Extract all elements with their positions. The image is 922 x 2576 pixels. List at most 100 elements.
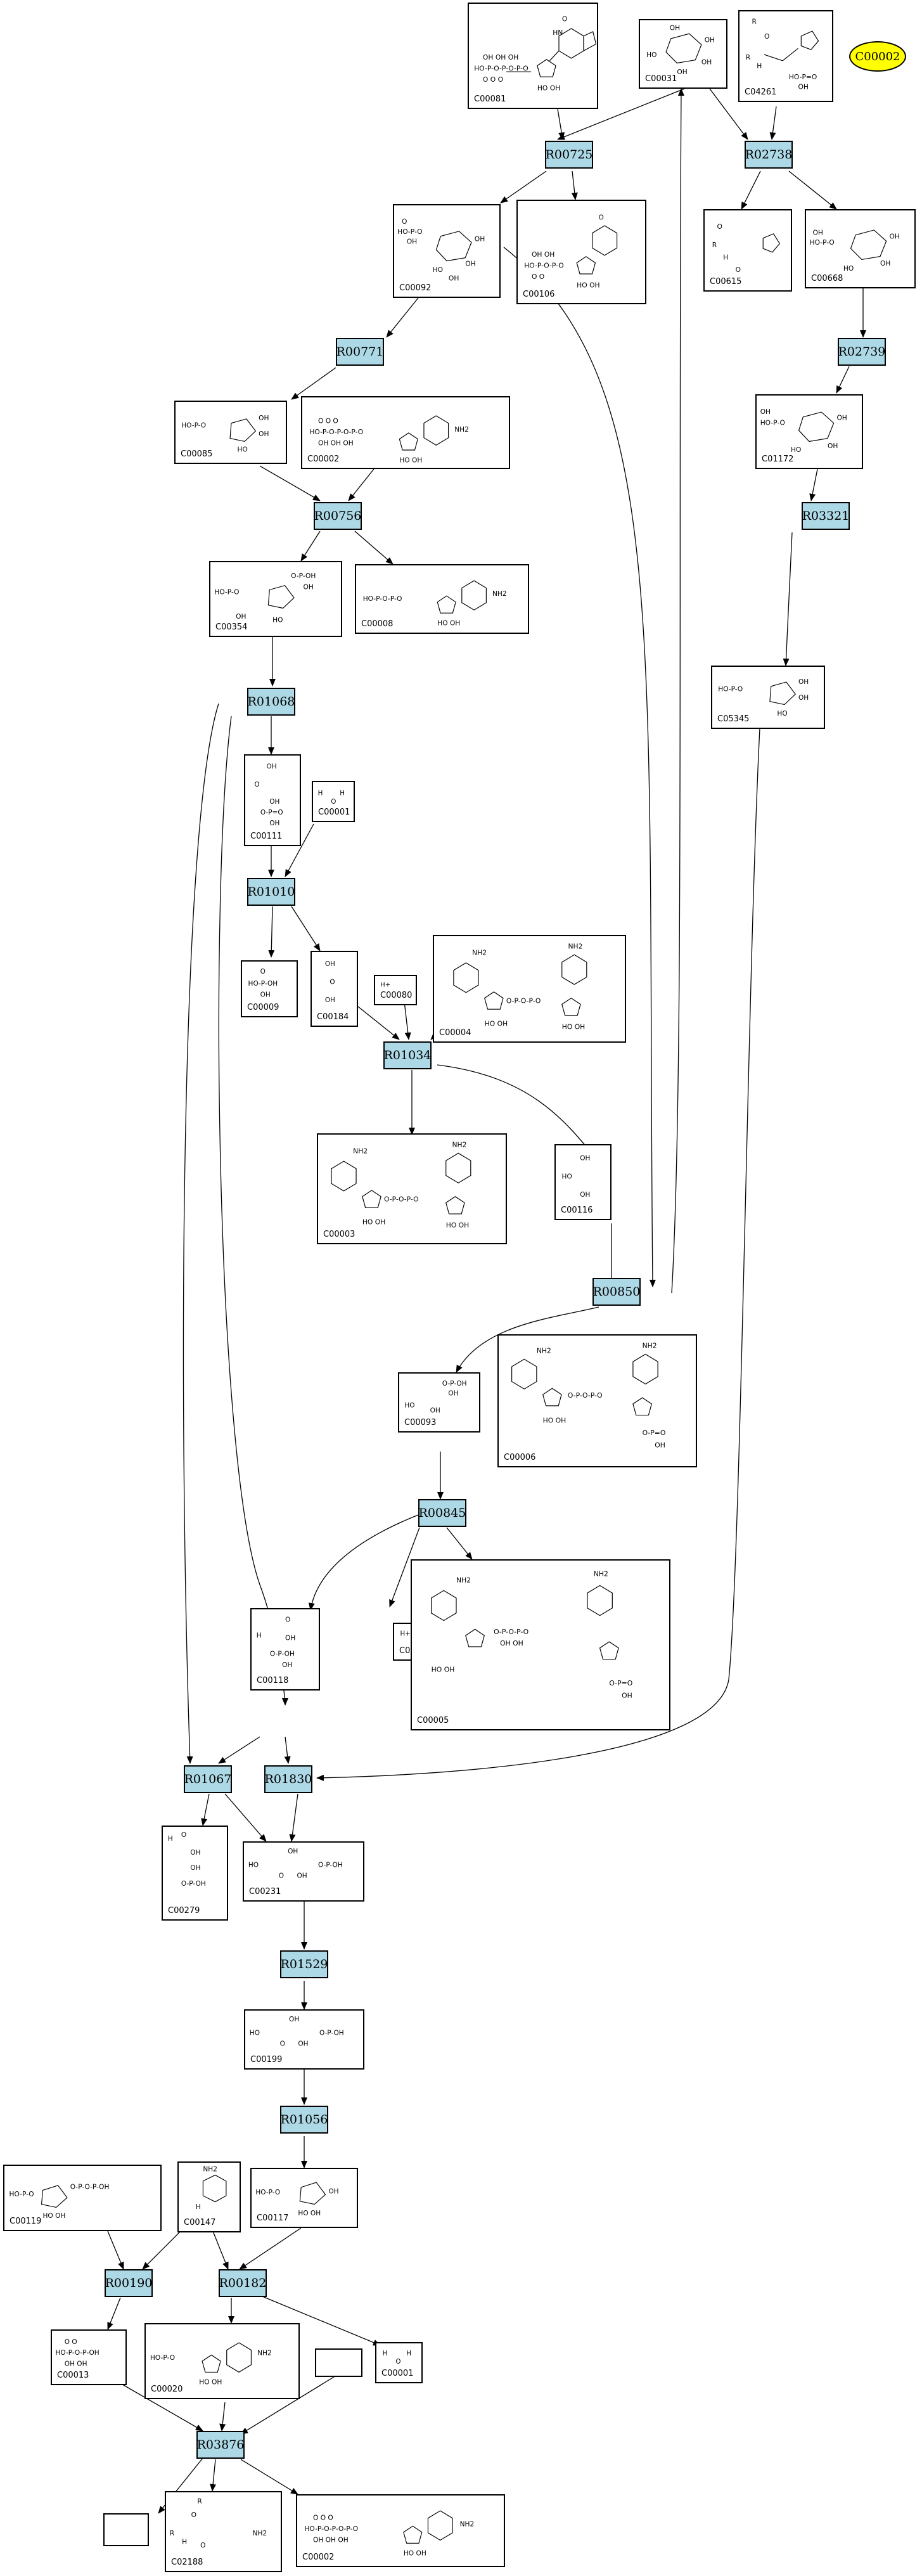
reaction-R00182[interactable]: R00182 — [219, 2269, 267, 2297]
compound-C00005[interactable]: NH2 NH2 O-P-O-P-O OH OH HO OH O-P=O OH C… — [411, 1559, 670, 1730]
compound-C00002-top[interactable]: HO-P-O-P-O-P-O O O O OH OH OH NH2 HO OH … — [301, 396, 510, 469]
compound-C00615[interactable]: O R H O C00615 — [703, 209, 792, 292]
svg-text:OH: OH — [475, 235, 485, 243]
compound-C00117[interactable]: HO-P-O OH HO OH C00117 — [250, 2168, 358, 2228]
compound-C00001-bottom[interactable]: H O H C00001 — [375, 2342, 423, 2383]
compound-C00106[interactable]: O HO-P-O-P-O OH OH O O HO OH C00106 — [516, 200, 646, 304]
reaction-R02739[interactable]: R02739 — [838, 338, 886, 366]
compound-C00354[interactable]: HO-P-O O-P-OH OH OH HO C00354 — [209, 561, 342, 637]
compound-C00668[interactable]: OH HO-P-O OH HO OH C00668 — [805, 209, 916, 288]
compound-C00031[interactable]: OH OH HO OH OH C00031 — [639, 19, 727, 89]
svg-text:R: R — [197, 2497, 202, 2505]
compound-C00184[interactable]: OH O OH C00184 — [311, 951, 358, 1027]
dhap-structure-icon: OH O OH O-P=O OH — [254, 763, 283, 827]
compound-C00009[interactable]: O HO-P-OH OH C00009 — [241, 960, 298, 1017]
reaction-R03876[interactable]: R03876 — [196, 2431, 245, 2459]
reaction-R03321[interactable]: R03321 — [802, 502, 850, 530]
svg-text:HO-P-O-P-O-P-O: HO-P-O-P-O-P-O — [304, 2525, 358, 2533]
reaction-R01056[interactable]: R01056 — [280, 2106, 328, 2134]
svg-text:HO: HO — [238, 446, 248, 454]
nadph-structure-icon: NH2 NH2 O-P-O-P-O OH OH HO OH O-P=O OH — [431, 1570, 632, 1700]
compound-C01172[interactable]: OH HO-P-O OH HO OH C01172 — [755, 394, 863, 469]
svg-text:HO-P-O: HO-P-O — [150, 2354, 175, 2362]
svg-text:HO: HO — [791, 446, 801, 454]
compound-C00111[interactable]: OH O OH O-P=O OH C00111 — [244, 754, 301, 846]
glyceraldehyde-phosphate-structure-icon: O H OH O-P-OH OH — [257, 1616, 296, 1669]
svg-text:O O O: O O O — [483, 75, 503, 84]
compound-C00119[interactable]: HO-P-O O-P-O-P-OH HO OH C00119 — [3, 2165, 162, 2231]
svg-text:HO OH: HO OH — [298, 2210, 321, 2217]
svg-text:HO: HO — [250, 2029, 260, 2037]
reaction-R00190[interactable]: R00190 — [105, 2269, 153, 2297]
compound-id: C00085 — [181, 449, 213, 459]
edge — [351, 1001, 400, 1040]
compound-C00092[interactable]: O HO-P-O OH OH HO OH OH C00092 — [393, 204, 501, 298]
edge — [788, 171, 837, 210]
compound-C00093[interactable]: O-P-OH OH HO OH C00093 — [398, 1372, 480, 1433]
svg-text:OH: OH — [580, 1155, 590, 1162]
compound-C00085[interactable]: HO-P-O OH OH HO C00085 — [174, 401, 287, 464]
compound-C00279[interactable]: H O OH OH O-P-OH C00279 — [162, 1826, 228, 1921]
compound-C00006[interactable]: NH2 NH2 O-P-O-P-O HO OH O-P=O OH C00006 — [497, 1334, 697, 1467]
reaction-R01034[interactable]: R01034 — [383, 1041, 432, 1069]
compound-id: C04261 — [745, 87, 777, 97]
compound-C00080-top[interactable]: H+ C00080 — [374, 975, 417, 1005]
compound-empty-box[interactable] — [103, 2513, 149, 2546]
svg-text:NH2: NH2 — [454, 425, 469, 434]
compound-C00231[interactable]: OH HO O-P-OH O OH C00231 — [243, 1841, 364, 1902]
compound-id: C00184 — [317, 1012, 349, 1022]
reaction-R01830[interactable]: R01830 — [264, 1765, 312, 1793]
edge — [120, 2383, 203, 2431]
compound-C00147[interactable]: NH2 H C00147 — [177, 2161, 241, 2232]
reaction-R02738[interactable]: R02738 — [745, 141, 793, 169]
svg-text:HO OH: HO OH — [446, 1221, 469, 1230]
compound-C00004[interactable]: NH2 NH2 O-P-O-P-O HO OH HO OH C00004 — [433, 935, 626, 1043]
reaction-R00756[interactable]: R00756 — [314, 502, 362, 530]
reaction-R00725[interactable]: R00725 — [545, 141, 593, 169]
svg-text:HO OH: HO OH — [437, 619, 460, 627]
compound-C00116[interactable]: OH HO OH C00116 — [554, 1144, 611, 1220]
svg-text:HO-P-O: HO-P-O — [181, 422, 206, 429]
svg-text:O: O — [562, 15, 567, 23]
compound-id: C00001 — [318, 808, 350, 817]
compound-C00002-bottom[interactable]: HO-P-O-P-O-P-O O O O OH OH OH NH2 HO OH … — [296, 2494, 505, 2567]
reaction-R01068[interactable]: R01068 — [247, 688, 295, 716]
svg-text:OH: OH — [465, 259, 475, 267]
svg-text:HO: HO — [248, 1861, 259, 1869]
svg-text:OH: OH — [889, 233, 899, 241]
reaction-R00771[interactable]: R00771 — [336, 338, 384, 366]
svg-text:HO OH: HO OH — [537, 84, 560, 93]
reaction-R01010[interactable]: R01010 — [247, 878, 295, 906]
reaction-R01529[interactable]: R01529 — [280, 1950, 328, 1978]
svg-text:HO: HO — [272, 616, 283, 624]
svg-text:NH2: NH2 — [472, 948, 487, 956]
compound-C00008[interactable]: HO-P-O-P-O NH2 HO OH C00008 — [355, 564, 529, 634]
highlight-node-C00002[interactable]: C00002 — [849, 41, 906, 72]
svg-text:OH: OH — [289, 2016, 299, 2023]
svg-text:O: O — [191, 2511, 196, 2519]
reaction-R01067[interactable]: R01067 — [184, 1765, 232, 1793]
compound-id: C00031 — [645, 74, 677, 84]
svg-text:NH2: NH2 — [537, 1346, 551, 1355]
edge — [300, 531, 321, 562]
reaction-R00845[interactable]: R00845 — [418, 1499, 466, 1527]
erythrose-phosphate-structure-icon: H O OH OH O-P-OH — [168, 1831, 206, 1888]
compound-C00013[interactable]: HO-P-O-P-OH O O OH OH C00013 — [51, 2329, 127, 2385]
proton-icon: H+ — [400, 1630, 411, 1638]
compound-empty-box[interactable] — [315, 2348, 362, 2377]
svg-text:HO-P=O: HO-P=O — [789, 73, 817, 81]
compound-C05345[interactable]: HO-P-O OH OH HO C05345 — [711, 666, 825, 729]
compound-C00020[interactable]: HO-P-O NH2 HO OH C00020 — [144, 2323, 300, 2399]
compound-C00118[interactable]: O H OH O-P-OH OH C00118 — [250, 1608, 320, 1690]
compound-C00003[interactable]: NH2 NH2 O-P-O-P-O HO OH HO OH C00003 — [317, 1133, 507, 1244]
compound-C02188[interactable]: R O R H NH2 O C02188 — [165, 2491, 282, 2572]
compound-C00001-top[interactable]: H O H C00001 — [312, 781, 355, 822]
svg-text:OH: OH — [260, 991, 271, 998]
reaction-R00850[interactable]: R00850 — [592, 1278, 641, 1306]
compound-C00081[interactable]: O HN HO-P-O-P-O-P-O OH OH OH O O O HO OH… — [468, 3, 598, 109]
svg-text:HO OH: HO OH — [404, 2549, 426, 2558]
compound-C00199[interactable]: OH HO O-P-OH O OH C00199 — [244, 2009, 364, 2070]
svg-text:HO: HO — [777, 710, 787, 718]
compound-C04261[interactable]: R O R H HO-P=O OH C04261 — [738, 10, 833, 102]
